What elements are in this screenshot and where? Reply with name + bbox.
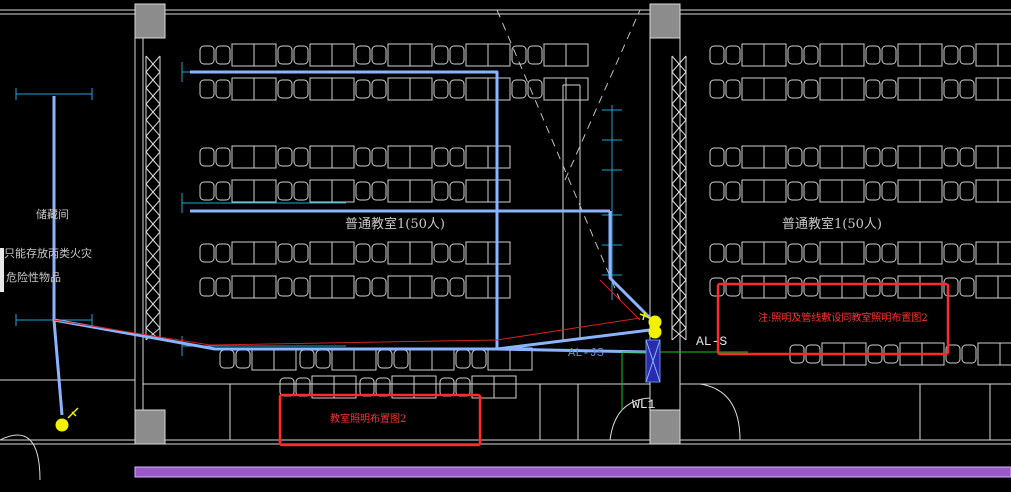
desk-pair [865,275,943,299]
circuit-label-al-s: AL-S [696,334,728,349]
distribution-panel [645,339,661,383]
circuit-label-al-js: AL-JS [568,346,605,360]
desk-pair [943,179,1011,203]
desk-pair [455,347,533,371]
desk-pair [277,77,355,101]
desk-pair [355,145,433,169]
desk-pair [355,179,433,203]
desk-pair [943,241,1011,265]
desk-pair [865,145,943,169]
desk-pair [433,179,511,203]
desk-pair [865,241,943,265]
desk-pair [709,43,787,67]
desk-pair [709,77,787,101]
storage-room-note-line1: 只能存放丙类火灾 [4,247,92,260]
room-label-right: 普通教室1(50人) [782,217,882,232]
desk-pair [277,275,355,299]
desk-pair [943,43,1011,67]
fixtures [55,315,662,432]
desk-pair [199,145,277,169]
storage-room-name: 储藏间 [36,208,69,221]
desk-pair [433,77,511,101]
desk-pair [433,275,511,299]
desk-pair [433,43,511,67]
desk-pair [199,77,277,101]
desk-pair [199,179,277,203]
columns [134,3,681,445]
desk-pair [277,179,355,203]
desk-pair [787,145,865,169]
desk-pair [943,275,1011,299]
desk-pair [865,77,943,101]
desk-pair [709,179,787,203]
desk-pair [199,241,277,265]
desk-pair [787,43,865,67]
desk-pair [355,43,433,67]
annotation-note-right: 注:照明及管线敷设同教室照明布置图2 [758,313,928,324]
desk-pair [787,77,865,101]
desk-pair [945,342,1011,366]
desk-pair [865,179,943,203]
desk-pair [943,77,1011,101]
desk-pair [787,179,865,203]
storage-room-note-line2: 危险性物品 [6,271,61,284]
desk-pair [355,275,433,299]
desk-pair [865,43,943,67]
classroom-desks [199,43,1011,399]
desk-pair [433,241,511,265]
desk-pair [709,275,787,299]
annotation-boxes [278,282,950,447]
desk-pair [277,43,355,67]
desk-pair [277,241,355,265]
feeder-line [621,351,748,410]
desk-pair [219,347,297,371]
circuit-label-wl1: WL1 [632,397,656,412]
lattice-structures [145,55,687,341]
desk-pair [433,145,511,169]
desk-pair [511,77,589,101]
room-label-left: 普通教室1(50人) [345,217,445,232]
dimension-lines [15,62,622,356]
desk-pair [355,241,433,265]
desk-pair [377,347,455,371]
desk-pair [709,145,787,169]
edge-tab [0,248,4,292]
desk-pair [943,145,1011,169]
desk-pair [199,43,277,67]
desk-pair [199,275,277,299]
desk-pair [277,145,355,169]
desk-pair [709,241,787,265]
desk-pair [787,275,865,299]
desk-pair [299,347,377,371]
desk-pair [787,241,865,265]
desk-pair [355,77,433,101]
annotation-note-bottom: 教室照明布置图2 [330,414,407,425]
desk-pair [511,43,589,67]
foundation-strip [134,466,1011,478]
